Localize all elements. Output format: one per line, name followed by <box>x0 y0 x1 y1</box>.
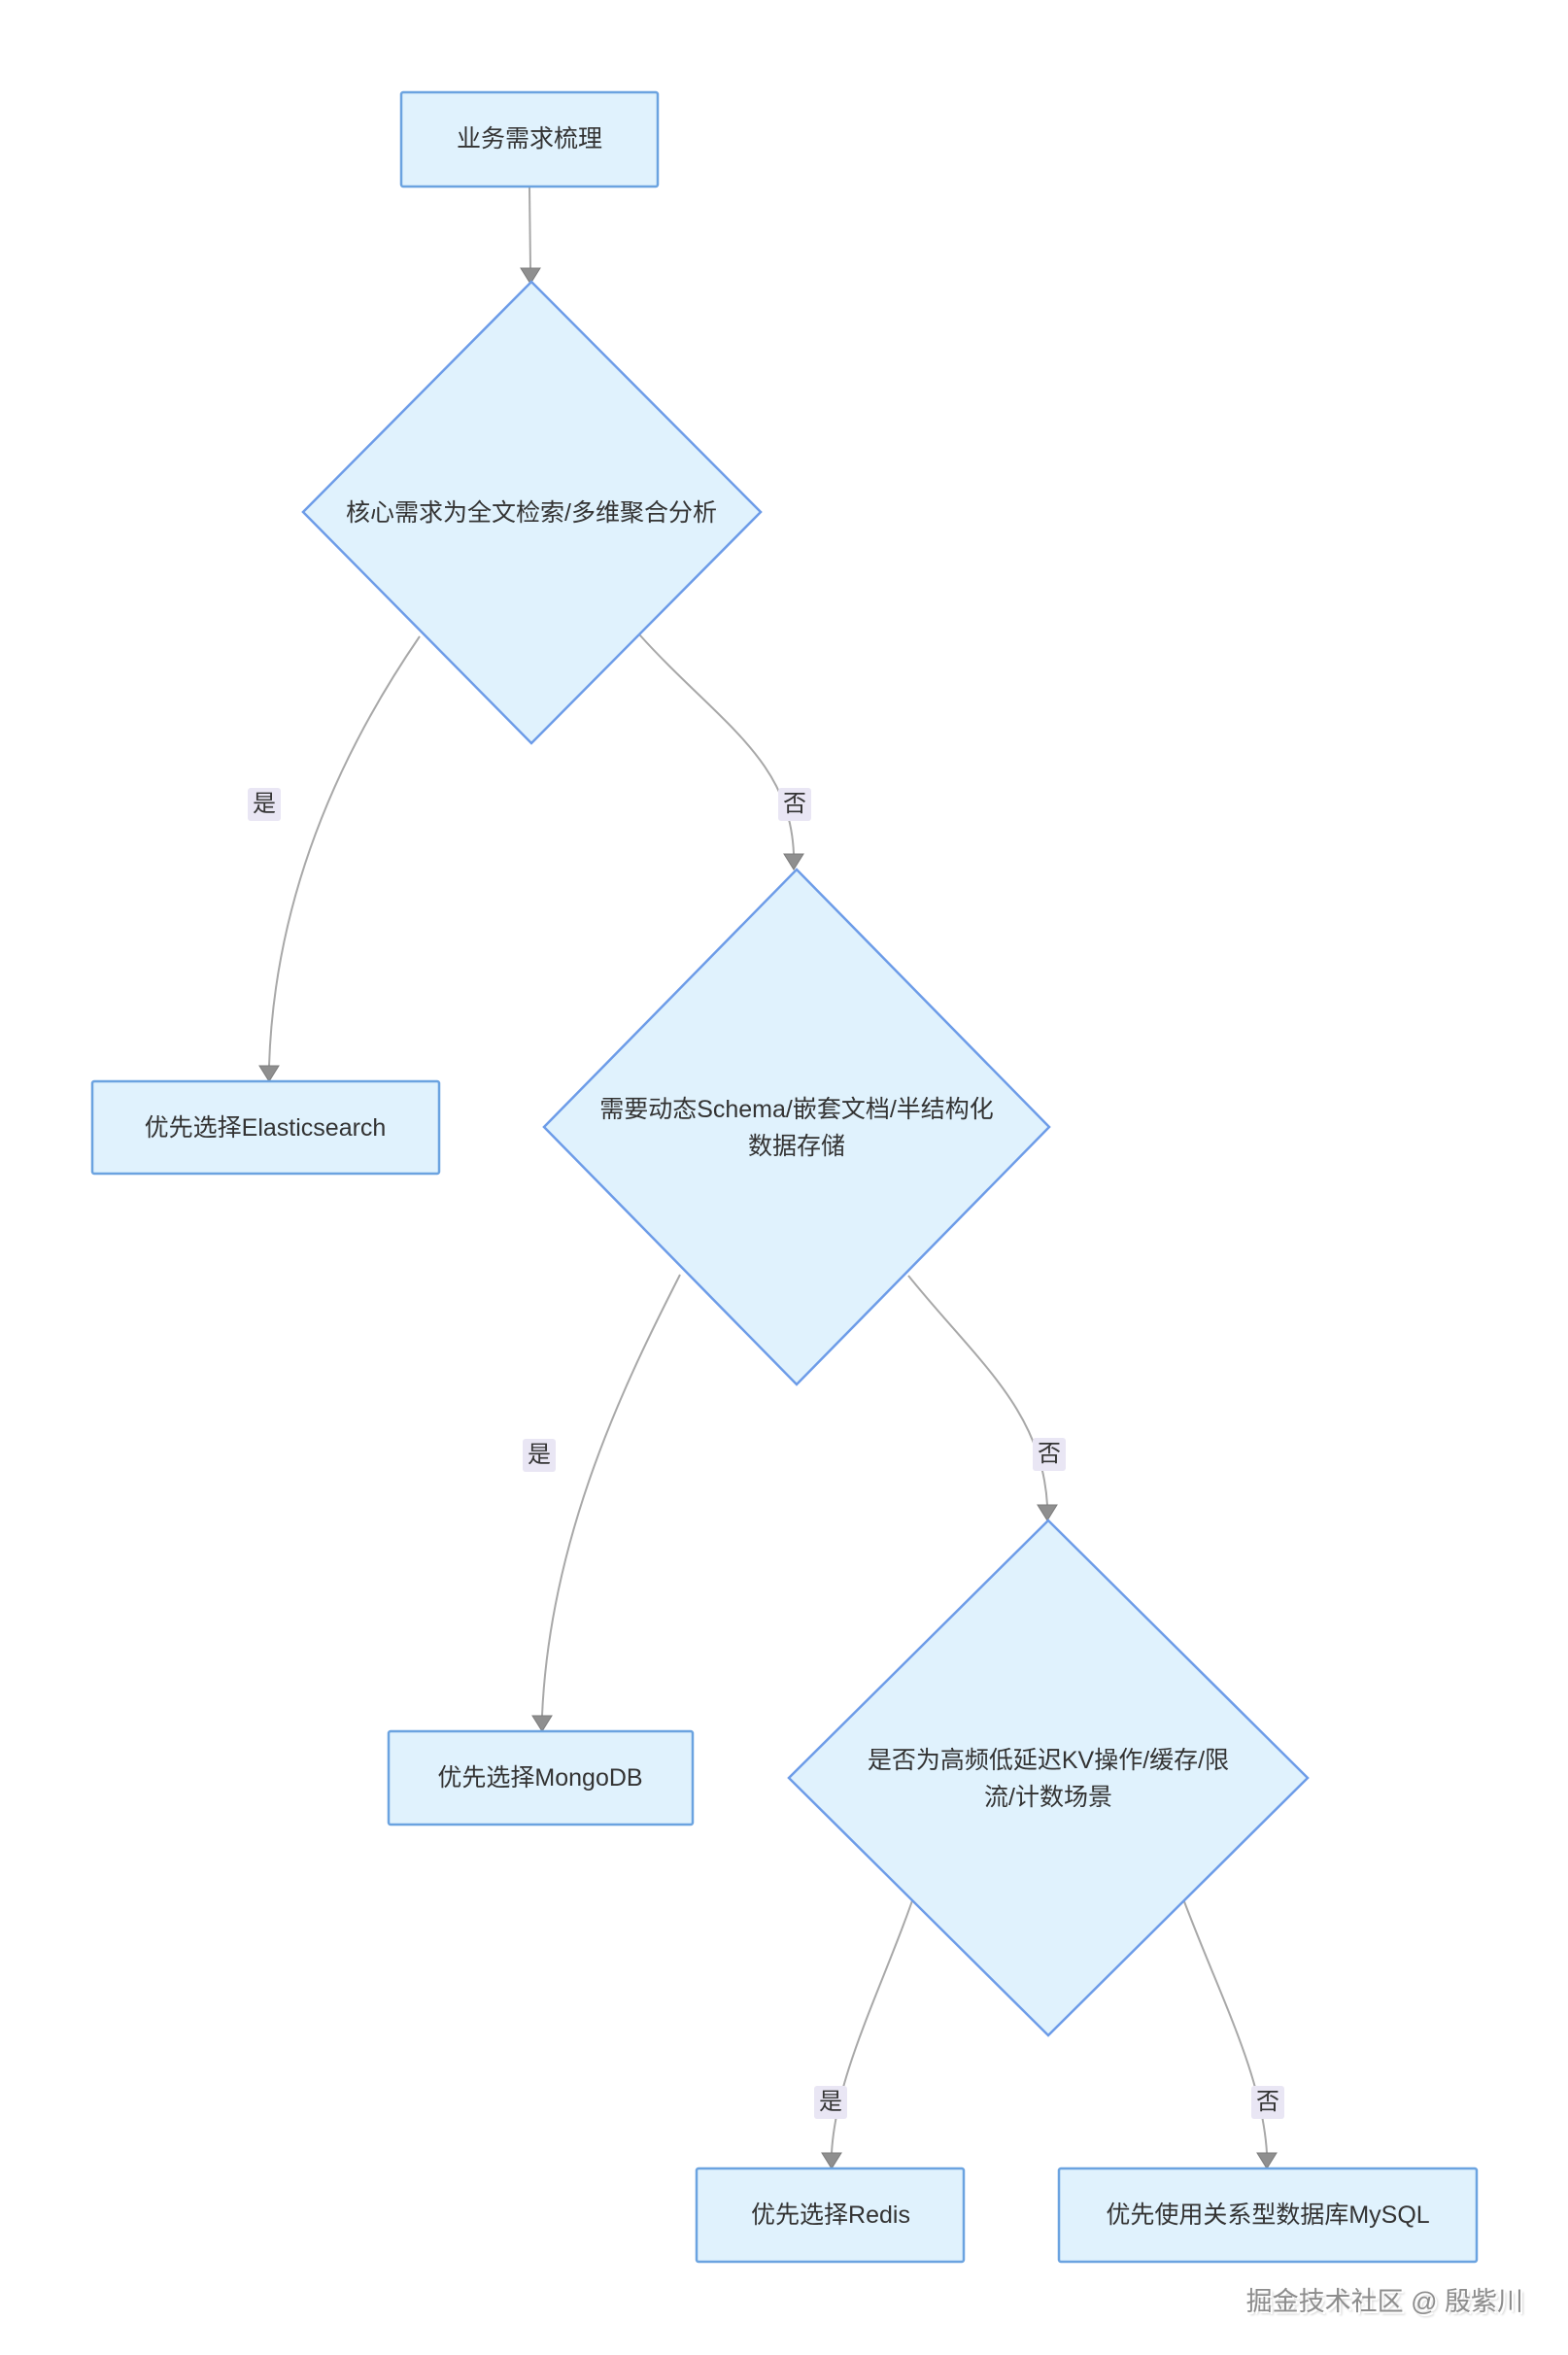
edge-label-yes-3: 是 <box>814 2086 847 2119</box>
arrowhead-icon <box>821 2152 842 2169</box>
arrowhead-icon <box>783 853 804 870</box>
edge-d2-to-d3 <box>907 1275 1048 1506</box>
edge-d1-to-d2 <box>638 633 795 855</box>
edge-d2-to-mongo <box>541 1274 681 1717</box>
edge-d3-to-mysql <box>1175 1877 1268 2154</box>
decision-diamond-shape <box>301 280 763 745</box>
arrowhead-icon <box>520 267 541 285</box>
watermark: 掘金技术社区 @ 殷紫川 <box>1245 2287 1523 2316</box>
decision-diamond-shape <box>787 1519 1310 2037</box>
arrowhead-icon <box>1037 1504 1058 1521</box>
edge-d1-to-es <box>268 635 421 1067</box>
arrowhead-icon <box>531 1715 553 1732</box>
redis-box-shape <box>695 2167 966 2264</box>
edge-label-yes-1: 是 <box>248 788 281 821</box>
arrowhead-icon <box>258 1065 280 1082</box>
edge-label-no-1: 否 <box>778 788 811 821</box>
mongo-box-shape <box>387 1729 695 1826</box>
mysql-box-shape <box>1057 2167 1479 2264</box>
edge-start-to-d1 <box>528 186 531 269</box>
edge-label-no-3: 否 <box>1251 2086 1284 2119</box>
arrowhead-icon <box>1256 2152 1278 2169</box>
decision-diamond-shape <box>542 868 1051 1386</box>
edge-label-no-2: 否 <box>1033 1438 1066 1471</box>
edge-d3-to-redis <box>831 1877 921 2154</box>
edge-label-yes-2: 是 <box>523 1439 556 1472</box>
es-box-shape <box>90 1079 441 1176</box>
start-box-shape <box>399 90 660 188</box>
